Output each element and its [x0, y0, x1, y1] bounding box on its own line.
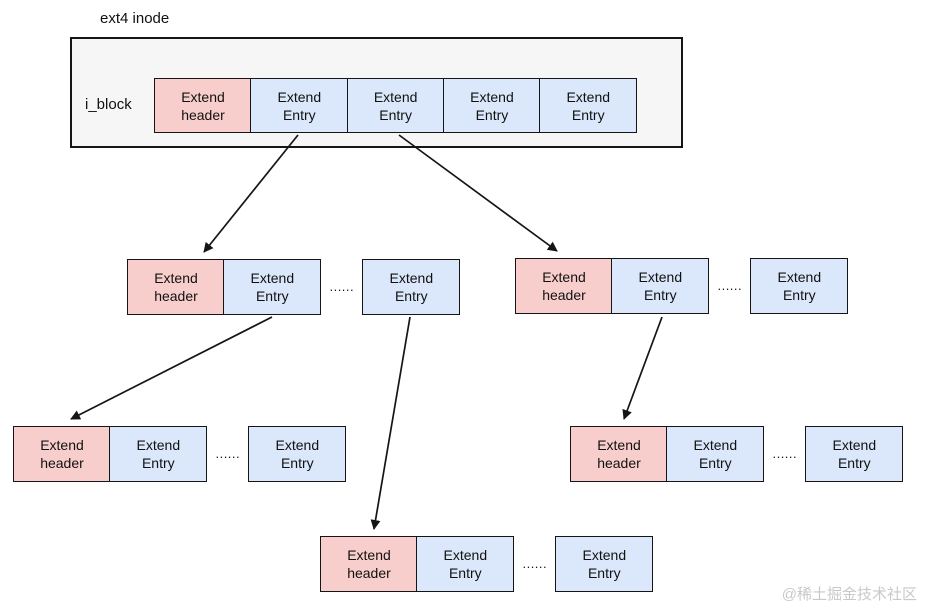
ellipsis-dots: ...... [522, 556, 548, 571]
extent-entry-cell: Extend Entry [750, 258, 849, 314]
extent-entry-cell: Extend Entry [555, 536, 654, 592]
extent-entry-cell: Extend Entry [611, 258, 710, 314]
extent-node-mid-right: Extend header Extend Entry ...... Extend… [515, 258, 849, 314]
extent-header-cell: Extend header [13, 426, 111, 482]
extent-entry-cell: Extend Entry [539, 78, 638, 133]
extent-entry-cell: Extend Entry [248, 426, 347, 482]
extent-entry-cell: Extend Entry [442, 78, 541, 133]
extent-node-bottom-right: Extend header Extend Entry ...... Extend… [570, 426, 904, 482]
arrow-mid-right-to-bottom-right [622, 316, 663, 420]
arrow-mid-left-to-bottom-left [70, 316, 273, 420]
inode-cell-row: Extend header Extend Entry Extend Entry … [154, 78, 638, 133]
inode-title: ext4 inode [100, 10, 170, 27]
extent-node-mid-left: Extend header Extend Entry ...... Extend… [127, 259, 461, 315]
arrow-entry2-to-mid-right [398, 134, 558, 252]
extent-header-cell: Extend header [127, 259, 225, 315]
ellipsis-dots: ...... [717, 278, 743, 293]
ellipsis-dots: ...... [215, 446, 241, 461]
extent-entry-cell: Extend Entry [362, 259, 461, 315]
extent-header-cell: Extend header [515, 258, 613, 314]
extent-node-bottom-left: Extend header Extend Entry ...... Extend… [13, 426, 347, 482]
extent-entry-cell: Extend Entry [805, 426, 904, 482]
extent-entry-cell: Extend Entry [223, 259, 322, 315]
extent-header-cell: Extend header [320, 536, 418, 592]
extent-entry-cell: Extend Entry [416, 536, 515, 592]
ellipsis-dots: ...... [772, 446, 798, 461]
iblock-label: i_block [85, 96, 132, 113]
extent-node-bottom-center: Extend header Extend Entry ...... Extend… [320, 536, 654, 592]
watermark-text: @稀土掘金技术社区 [781, 586, 917, 603]
extent-entry-cell: Extend Entry [666, 426, 765, 482]
extent-header-cell: Extend header [570, 426, 668, 482]
ellipsis-dots: ...... [329, 279, 355, 294]
extent-entry-cell: Extend Entry [346, 78, 445, 133]
extent-header-cell: Extend header [154, 78, 252, 133]
extent-entry-cell: Extend Entry [109, 426, 208, 482]
arrow-entry1-to-mid-left [203, 134, 299, 253]
arrow-mid-left-extra-to-bottom-center [370, 316, 411, 530]
extent-entry-cell: Extend Entry [250, 78, 349, 133]
